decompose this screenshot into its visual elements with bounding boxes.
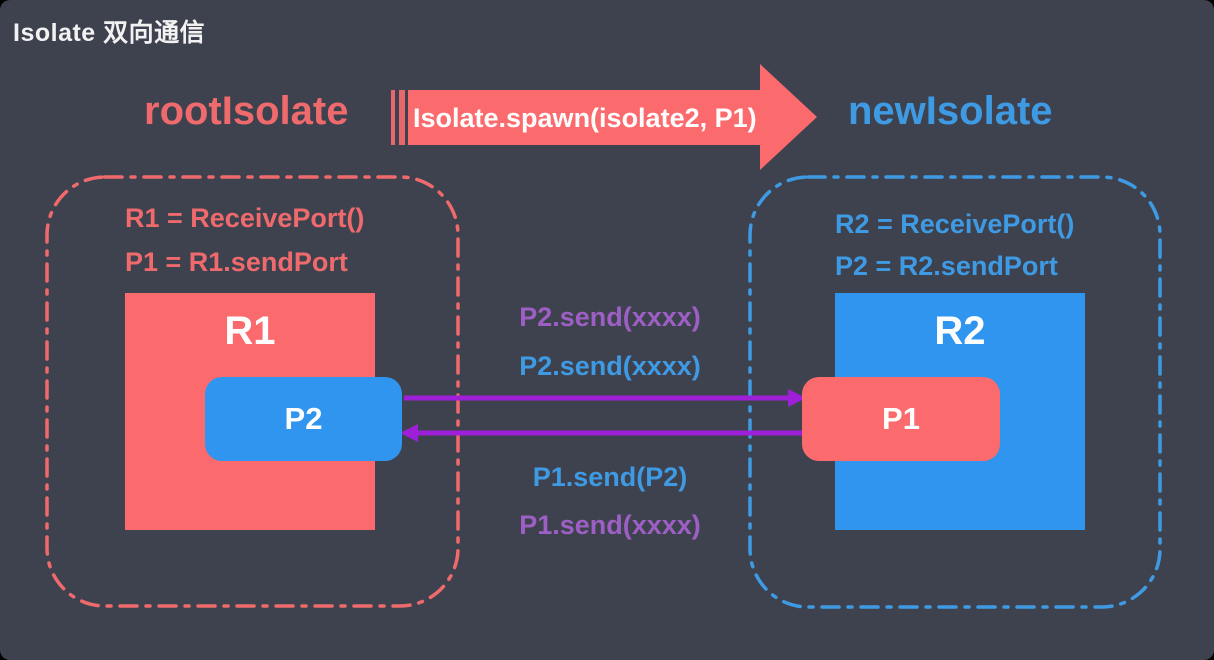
r2-label: R2: [934, 309, 986, 353]
r1-label: R1: [224, 309, 276, 353]
new-code-line-1: R2 = ReceivePort(): [835, 209, 1075, 239]
root-isolate-heading: rootIsolate: [144, 89, 349, 133]
p2-send-port-pill: P2: [205, 377, 402, 461]
spawn-arrow-stripe-icon: [391, 90, 395, 145]
new-isolate-dashed-border: [748, 175, 1162, 609]
message-label-p2-send-purple: P2.send(xxxx): [519, 302, 701, 332]
new-isolate-heading: newIsolate: [848, 89, 1053, 133]
root-isolate-dashed-border: [45, 175, 460, 608]
new-code-line-2: P2 = R2.sendPort: [835, 251, 1058, 281]
p1-send-port-pill: P1: [802, 377, 1000, 461]
message-arrow-right-head-icon: [788, 389, 806, 407]
spawn-arrow-icon: [408, 64, 817, 170]
p2-label: P2: [284, 401, 323, 436]
message-label-p2-send-blue: P2.send(xxxx): [519, 351, 701, 381]
spawn-arrow-label: Isolate.spawn(isolate2, P1): [413, 102, 757, 133]
message-label-p1-send-p2: P1.send(P2): [532, 462, 688, 492]
root-code-line-2: P1 = R1.sendPort: [125, 247, 348, 277]
p1-label: P1: [882, 401, 920, 436]
root-code-line-1: R1 = ReceivePort(): [125, 203, 365, 233]
message-arrow-left-head-icon: [400, 424, 418, 442]
spawn-arrow-stripe-icon: [399, 90, 405, 145]
message-label-p1-send-purple: P1.send(xxxx): [519, 510, 701, 540]
page-title: Isolate 双向通信: [13, 19, 206, 47]
